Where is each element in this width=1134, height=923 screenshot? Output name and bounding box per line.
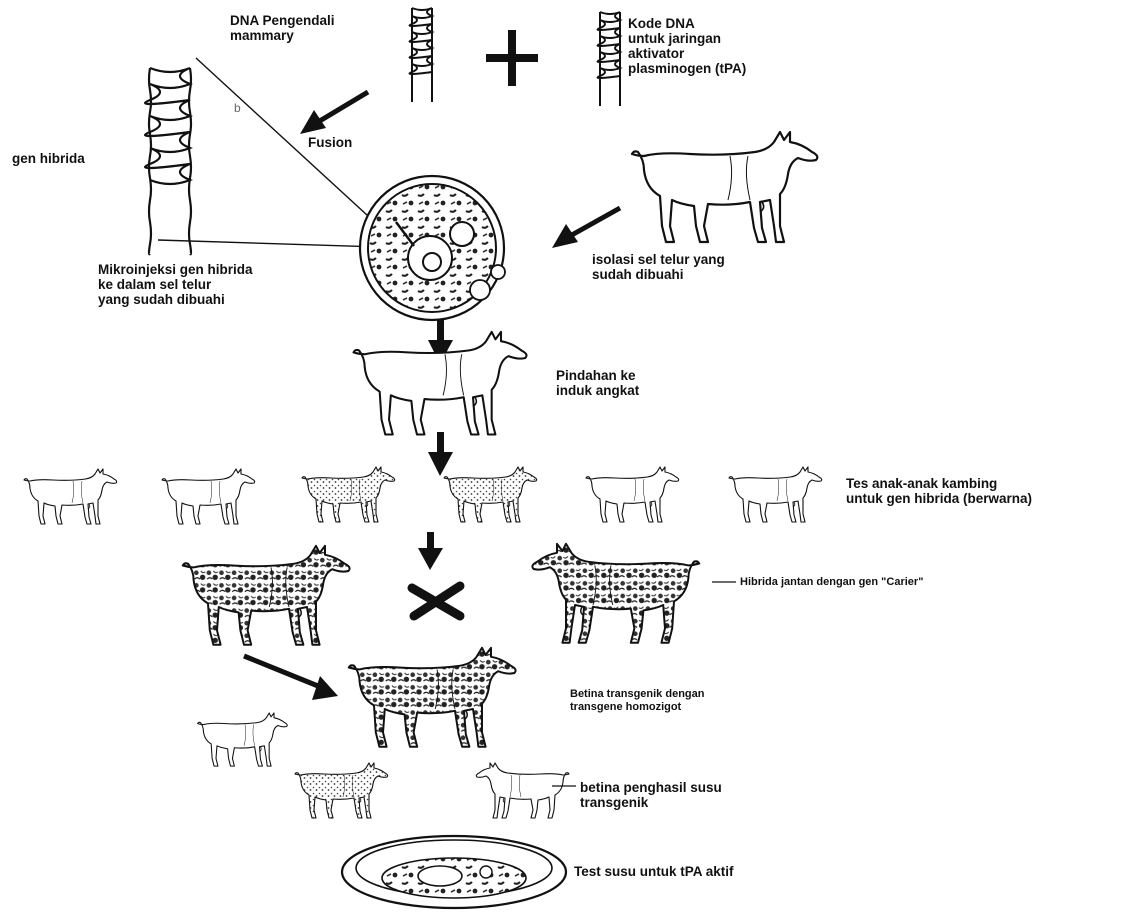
label-hibrida-jantan: Hibrida jantan dengan gen "Carier" <box>740 576 923 589</box>
label-gen-hibrida: gen hibrida <box>12 151 85 166</box>
label-tes-anak: Tes anak-anak kambing untuk gen hibrida … <box>846 476 1032 506</box>
svg-text:b: b <box>234 101 241 115</box>
hybrid-goat-left <box>183 546 350 645</box>
fertilized-egg-cell <box>360 176 505 320</box>
label-mikroinjeksi: Mikroinjeksi gen hibrida ke dalam sel te… <box>98 262 253 307</box>
label-test-susu: Test susu untuk tPA aktif <box>574 864 734 879</box>
petri-dish <box>342 836 566 908</box>
donor-goat <box>632 132 817 242</box>
label-isolasi: isolasi sel telur yang sudah dibuahi <box>592 252 725 282</box>
dna-helix-hybrid <box>145 68 191 254</box>
transgenic-arrow <box>244 656 338 700</box>
label-betina-penghasil: betina penghasil susu transgenik <box>580 780 722 810</box>
hybrid-goat-right <box>532 544 699 643</box>
plus-icon <box>486 30 538 86</box>
label-kode-dna: Kode DNA untuk jaringan aktivator plasmi… <box>628 16 746 76</box>
down-arrow-2 <box>428 432 453 476</box>
label-betina-transgenik: Betina transgenik dengan transgene homoz… <box>570 688 704 714</box>
transgenic-female-goat <box>349 648 516 747</box>
kid-goats-row <box>24 467 822 524</box>
label-dna-pengendali: DNA Pengendali mammary <box>230 13 335 43</box>
fusion-arrow <box>300 92 368 134</box>
label-fusion: Fusion <box>308 135 352 150</box>
dna-helix-tpa <box>598 12 621 106</box>
label-pindahan: Pindahan ke induk angkat <box>556 368 639 398</box>
isolation-arrow <box>552 208 620 248</box>
cross-icon <box>412 586 460 616</box>
dna-helix-mammary <box>410 8 433 102</box>
down-arrow-3 <box>418 532 443 570</box>
